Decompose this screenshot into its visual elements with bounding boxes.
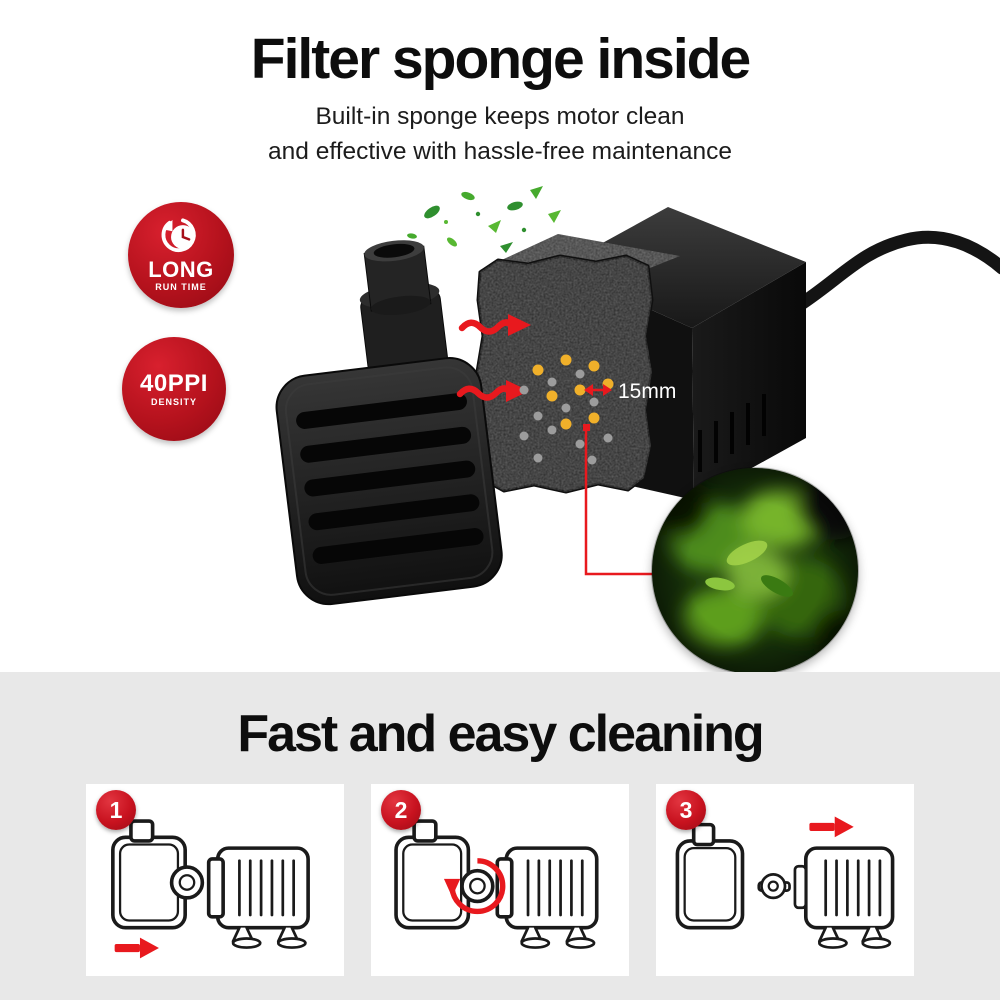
- water-flow-arrows: [456, 314, 531, 402]
- badge-long-run-time: LONG RUN TIME: [128, 202, 234, 308]
- pore-dots: [519, 354, 614, 465]
- cleaning-section-title: Fast and easy cleaning: [237, 705, 764, 763]
- twist-arrow: [443, 858, 506, 915]
- badge-label: LONG: [148, 256, 214, 282]
- pump-cover: [275, 240, 503, 606]
- sponge-closeup-photo: [652, 468, 858, 674]
- cleaning-step-3: 3: [656, 784, 914, 976]
- motor-housing: [557, 207, 806, 500]
- cleaning-step-2: 2: [371, 784, 629, 976]
- top-section-header: Filter sponge inside Built-in sponge kee…: [0, 26, 1000, 170]
- clock-icon: [161, 218, 196, 253]
- badge-sublabel: DENSITY: [150, 397, 197, 408]
- step-number-badge: 1: [96, 790, 136, 830]
- remove-arrow: [809, 816, 854, 838]
- subtitle-line-1: Built-in sponge keeps motor clean: [315, 103, 685, 130]
- step-2-twist-illustration: [394, 819, 599, 949]
- badge-sublabel: RUN TIME: [155, 282, 207, 293]
- step-number-badge: 2: [381, 790, 421, 830]
- dimension-annotation: 15mm: [584, 380, 676, 403]
- badge-40ppi-density: 40PPI DENSITY: [122, 337, 226, 441]
- cleaning-step-1: 1: [86, 784, 344, 976]
- cleaning-section: Fast and easy cleaning 1: [0, 672, 1000, 1000]
- dimension-label: 15mm: [618, 380, 676, 403]
- slide-arrow: [114, 937, 159, 959]
- sponge-closeup-inset: [652, 468, 858, 674]
- cleaning-steps: 1: [0, 784, 1000, 976]
- page-title: Filter sponge inside: [250, 27, 751, 91]
- debris-leaves-decoration: [407, 186, 561, 253]
- subtitle-line-2: and effective with hassle-free maintenan…: [268, 137, 732, 165]
- step-3-remove-illustration: [675, 816, 895, 949]
- callout-line: [583, 424, 658, 576]
- power-cable: [783, 230, 1000, 319]
- badge-label: 40PPI: [140, 369, 208, 397]
- sponge-block: [475, 234, 680, 494]
- step-1-slide-illustration: [111, 819, 310, 959]
- step-number-badge: 3: [666, 790, 706, 830]
